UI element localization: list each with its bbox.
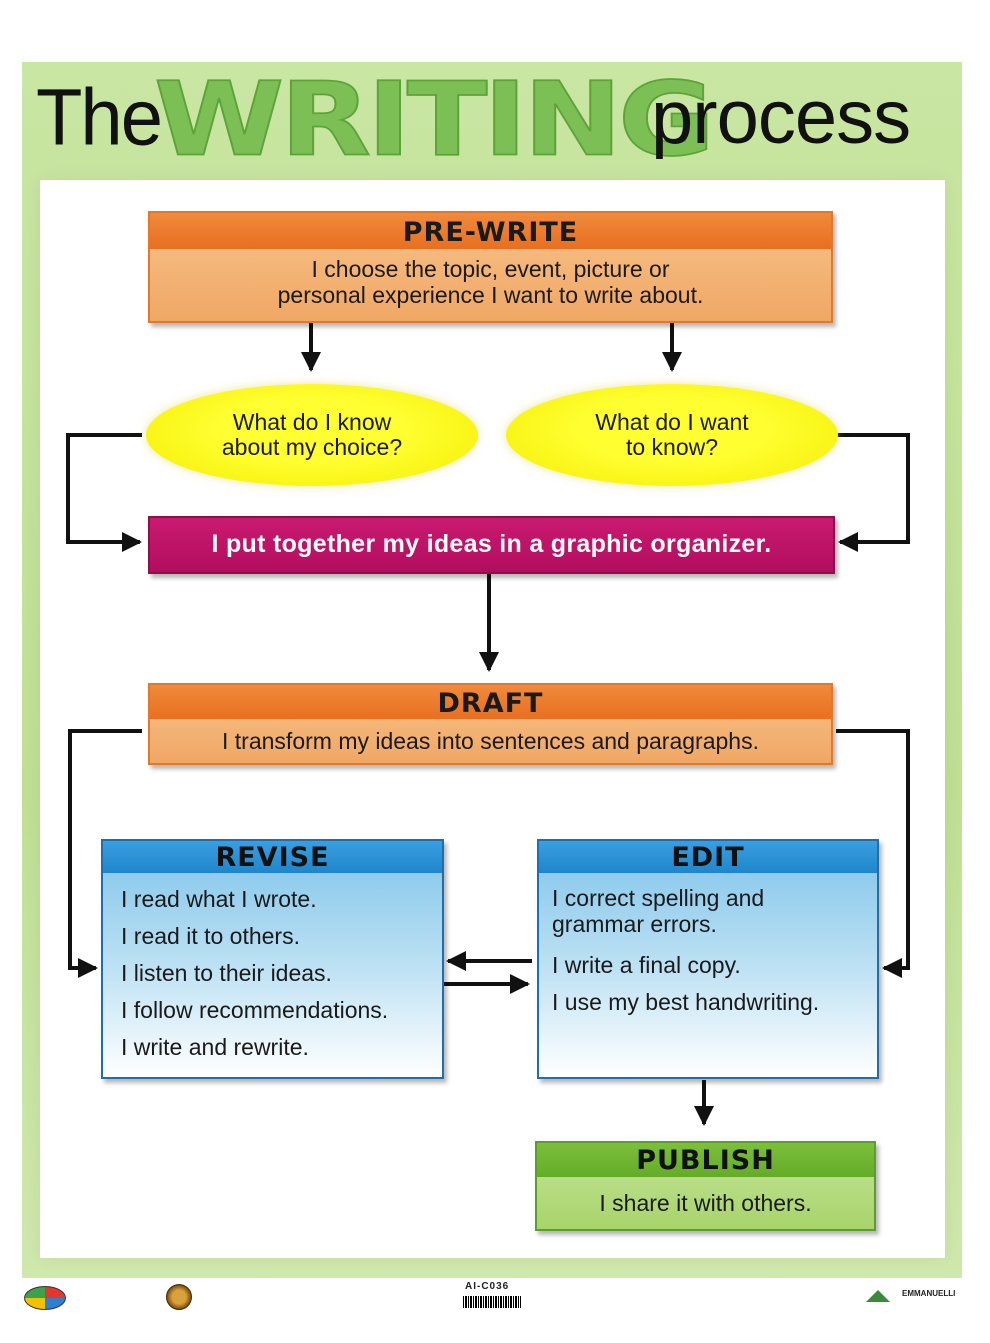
- arrow-left-question-to-organizer: [66, 433, 142, 552]
- product-code: AI-C036: [465, 1281, 510, 1292]
- publish-box: PUBLISH I share it with others.: [535, 1141, 876, 1231]
- revise-item: I read what I wrote.: [121, 886, 317, 912]
- revise-item: I write and rewrite.: [121, 1034, 309, 1060]
- draft-box: DRAFT I transform my ideas into sentence…: [148, 683, 833, 765]
- draft-header: DRAFT: [150, 685, 831, 719]
- poster-title: The WRITING process: [36, 59, 936, 179]
- draft-body: I transform my ideas into sentences and …: [222, 728, 759, 754]
- arrow-draft-to-edit: [836, 729, 910, 978]
- question-know-line-2: about my choice?: [221, 434, 403, 460]
- publish-body: I share it with others.: [599, 1190, 812, 1216]
- edit-item: I use my best handwriting.: [552, 989, 820, 1015]
- quality-seal-icon: [166, 1284, 192, 1310]
- prewrite-header: PRE-WRITE: [150, 213, 831, 249]
- question-want-line-1: What do I want: [595, 409, 749, 435]
- edit-item: grammar errors.: [552, 911, 717, 937]
- question-know-line-1: What do I know: [232, 409, 392, 435]
- publisher-logo-left: [24, 1286, 66, 1310]
- title-writing: WRITING: [153, 59, 716, 179]
- prewrite-box: PRE-WRITE I choose the topic, event, pic…: [148, 211, 833, 323]
- organizer-box: I put together my ideas in a graphic org…: [148, 516, 835, 574]
- edit-box: EDIT I correct spelling and grammar erro…: [537, 839, 879, 1079]
- barcode: [463, 1296, 521, 1308]
- question-want-line-2: to know?: [625, 434, 719, 460]
- edit-item: I write a final copy.: [552, 952, 741, 978]
- prewrite-line-2: personal experience I want to write abou…: [277, 282, 704, 308]
- arrow-right-question-to-organizer: [836, 433, 910, 552]
- title-the: The: [36, 72, 163, 163]
- prewrite-body: I choose the topic, event, picture or pe…: [150, 249, 831, 308]
- title-process: process: [651, 75, 911, 160]
- question-want-ellipse: What do I want to know?: [506, 384, 838, 486]
- edit-header: EDIT: [539, 841, 877, 873]
- revise-item: I follow recommendations.: [121, 997, 389, 1023]
- prewrite-line-1: I choose the topic, event, picture or: [311, 256, 670, 282]
- revise-item: I read it to others.: [121, 923, 300, 949]
- revise-header: REVISE: [103, 841, 442, 873]
- revise-box: REVISE I read what I wrote. I read it to…: [101, 839, 444, 1079]
- publish-header: PUBLISH: [537, 1143, 874, 1177]
- question-know-ellipse: What do I know about my choice?: [146, 384, 478, 486]
- organizer-text: I put together my ideas in a graphic org…: [211, 530, 772, 558]
- revise-item: I listen to their ideas.: [121, 960, 332, 986]
- edit-item: I correct spelling and: [552, 885, 765, 911]
- printer-logo-icon: [866, 1290, 890, 1302]
- printer-name: EMMANUELLI: [902, 1289, 956, 1298]
- arrow-draft-to-revise: [68, 729, 142, 978]
